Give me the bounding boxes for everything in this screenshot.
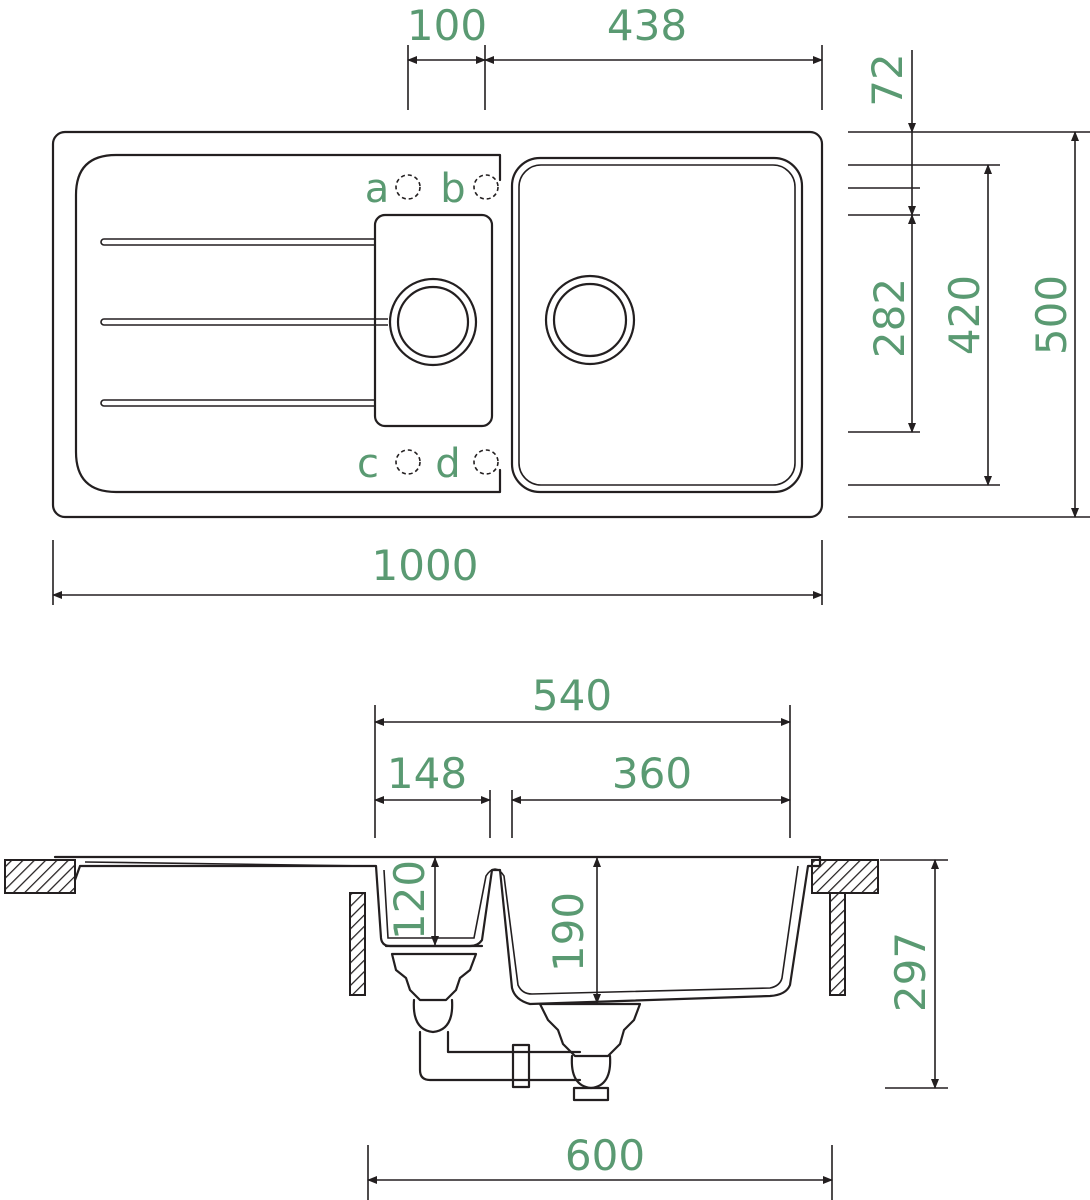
dimension-282: 282 [865,214,916,433]
svg-text:72: 72 [863,53,912,106]
svg-text:190: 190 [544,892,593,972]
dimension-100: 100 [407,1,487,110]
dimension-72: 72 [863,50,916,216]
hole-label-d: d [435,441,460,487]
countertop-left [4,859,76,894]
dimension-500: 500 [1027,131,1079,518]
cabinet-wall-right [829,892,846,996]
svg-text:500: 500 [1027,275,1076,355]
dimension-420: 420 [940,164,992,486]
tap-hole-a-icon [395,174,421,200]
drainer-grooves [100,238,388,407]
drainer-area [74,153,502,494]
small-bowl-drain-icon [388,277,478,367]
small-bowl [373,213,494,428]
dimension-540: 540 [374,671,791,838]
hole-label-b: b [440,166,465,212]
large-bowl [510,156,804,494]
sink-profile [53,855,822,1006]
large-bowl-drain-icon [544,274,636,366]
dimension-190: 190 [544,857,601,1004]
svg-text:282: 282 [865,278,914,358]
svg-text:120: 120 [385,860,434,940]
countertop-right [811,859,879,894]
dimension-1000: 1000 [52,540,823,605]
tap-hole-c-icon [395,449,421,475]
waste-fittings [384,944,642,1102]
svg-text:438: 438 [607,1,687,50]
dimension-297: 297 [880,859,948,1089]
svg-text:600: 600 [565,1131,645,1180]
svg-text:297: 297 [886,932,935,1012]
tap-holes: a b c d [357,166,499,487]
dimension-600: 600 [367,1131,833,1200]
svg-text:1000: 1000 [372,541,479,590]
tap-hole-d-icon [473,449,499,475]
section-view: 540 148 360 [4,671,948,1200]
svg-text:540: 540 [532,671,612,720]
hole-label-a: a [365,166,390,212]
cabinet-wall-left [349,892,366,996]
sink-outline [51,130,824,519]
svg-text:100: 100 [407,1,487,50]
svg-text:360: 360 [612,749,692,798]
tap-hole-b-icon [473,174,499,200]
dimension-438: 438 [484,1,823,110]
dimension-360: 360 [511,749,791,838]
dimension-120: 120 [385,857,439,946]
svg-text:420: 420 [940,275,989,355]
svg-text:148: 148 [387,749,467,798]
dimension-148: 148 [374,749,491,838]
hole-label-c: c [357,441,379,487]
top-view: a b c d 100 438 72 282 420 [51,1,1090,605]
